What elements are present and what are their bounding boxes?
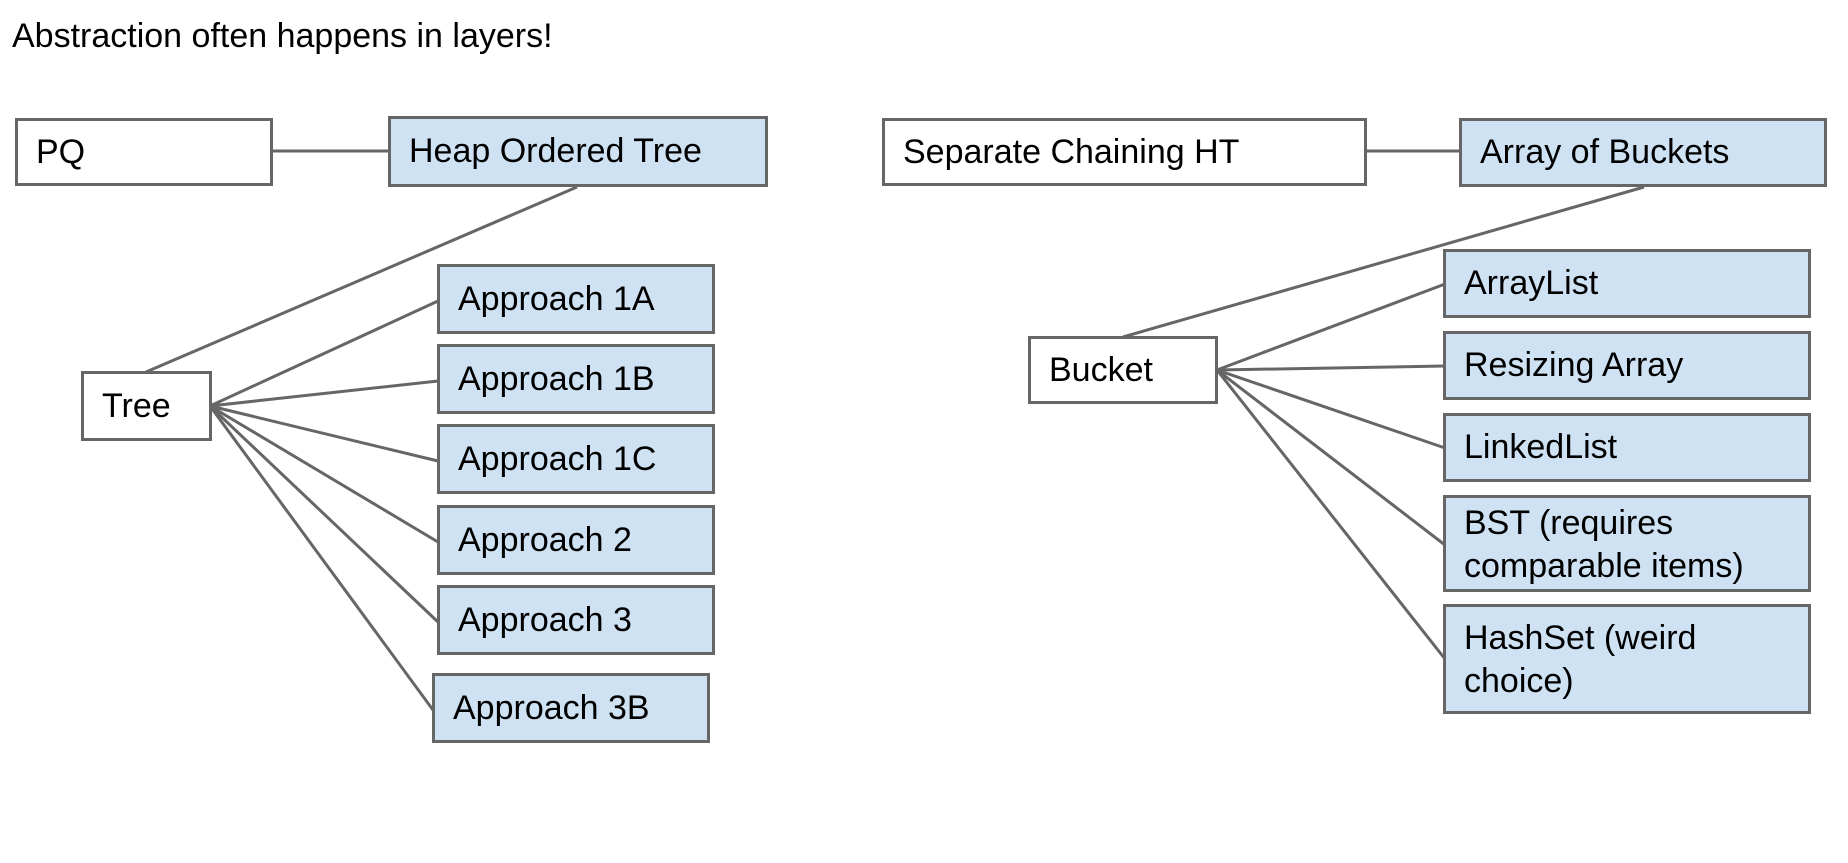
approach-2-node: Approach 2: [437, 505, 715, 575]
bst-node: BST (requires comparable items): [1443, 495, 1811, 592]
connector-bucket-bst: [1216, 368, 1446, 547]
connector-tree-approach-1b: [209, 379, 439, 408]
heap-ordered-tree-node: Heap Ordered Tree: [388, 116, 768, 187]
approach-1a-node: Approach 1A: [437, 264, 715, 334]
connector-tree-approach-3: [208, 404, 440, 624]
connector-tree-approach-1a: [209, 299, 439, 408]
approach-1c-node: Approach 1C: [437, 424, 715, 494]
bucket-node: Bucket: [1028, 336, 1218, 404]
arraylist-node: ArrayList: [1443, 249, 1811, 318]
linkedlist-node: LinkedList: [1443, 413, 1811, 482]
connector-bucket-arraylist: [1216, 282, 1446, 372]
connector-tree-approach-1c: [209, 404, 439, 463]
hashset-node: HashSet (weird choice): [1443, 604, 1811, 714]
connector-tree-approach-2: [209, 404, 439, 544]
pq-node: PQ: [15, 118, 273, 186]
connector-heap-tree: [145, 185, 578, 374]
approach-3b-node: Approach 3B: [432, 673, 710, 743]
connector-bucket-resizing-array: [1216, 364, 1446, 372]
separate-chaining-ht-node: Separate Chaining HT: [882, 118, 1367, 186]
tree-node: Tree: [81, 371, 212, 441]
page-title: Abstraction often happens in layers!: [12, 17, 553, 55]
connector-bucket-linkedlist: [1216, 368, 1446, 450]
connector-array-bucket: [1122, 185, 1645, 339]
approach-3-node: Approach 3: [437, 585, 715, 655]
connector-tree-approach-3b: [208, 405, 435, 711]
connector-bucket-hashset: [1215, 369, 1447, 660]
approach-1b-node: Approach 1B: [437, 344, 715, 414]
array-of-buckets-node: Array of Buckets: [1459, 118, 1827, 187]
resizing-array-node: Resizing Array: [1443, 331, 1811, 400]
